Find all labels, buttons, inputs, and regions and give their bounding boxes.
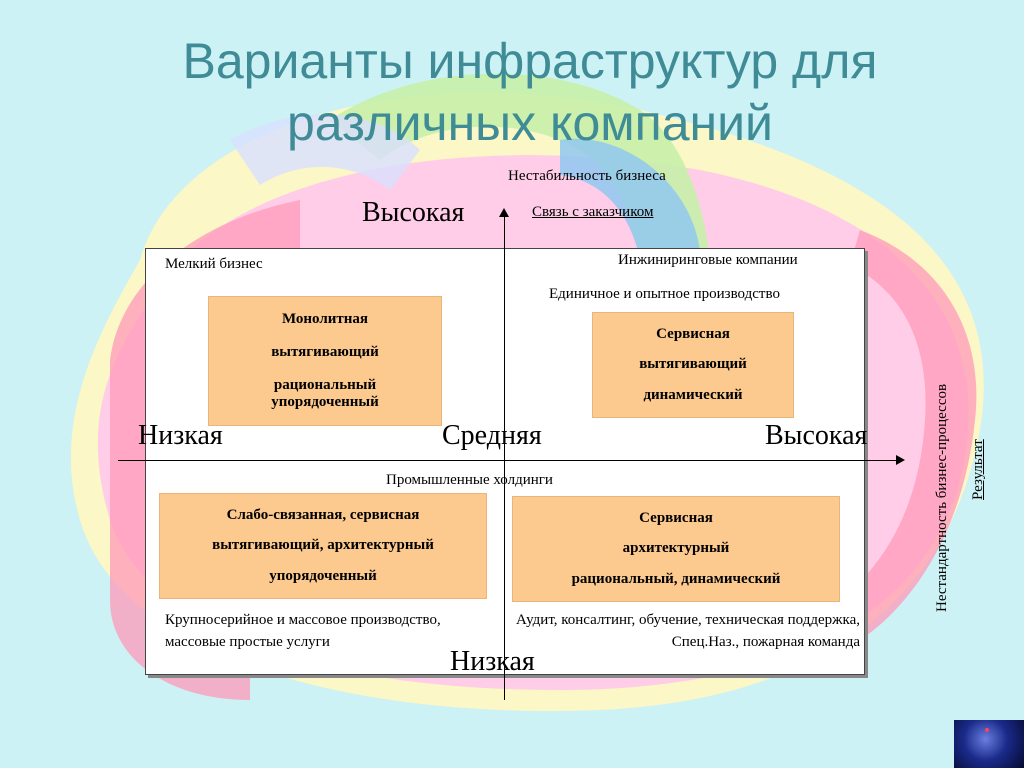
x-axis-subtitle: Результат (970, 439, 986, 500)
box-line: упорядоченный (269, 568, 377, 585)
box-line: рациональный, динамический (571, 571, 781, 588)
x-axis-mid-label: Средняя (442, 420, 542, 451)
y-axis-title: Нестабильность бизнеса (508, 168, 666, 184)
y-axis-subtitle: Связь с заказчиком (532, 204, 654, 220)
corner-image-highlight (985, 728, 989, 732)
engineering-companies-label: Инжиниринговые компании (618, 252, 798, 268)
mass-production-note: Крупносерийное и массовое производство, … (165, 612, 441, 650)
y-axis-high-label: Высокая (362, 197, 465, 228)
industrial-holdings-label: Промышленные холдинги (386, 472, 553, 488)
x-axis-line (118, 460, 898, 461)
service-pull-dynamic-box: Сервисная вытягивающий динамический (592, 312, 794, 418)
box-line: вытягивающий (639, 356, 747, 373)
monolithic-box: Монолитная вытягивающий рациональный упо… (208, 296, 442, 426)
y-axis-line (504, 214, 505, 700)
x-axis-high-label: Высокая (765, 420, 868, 451)
page-title: Варианты инфраструктур для различных ком… (182, 33, 878, 151)
box-line: вытягивающий, архитектурный (212, 537, 434, 554)
x-axis-title: Нестандартность бизнес-процессов (934, 383, 950, 612)
single-production-label: Единичное и опытное производство (549, 286, 780, 302)
box-line: Монолитная (281, 311, 369, 327)
y-axis-low-label: Низкая (450, 646, 535, 677)
box-line: Сервисная (656, 325, 730, 342)
box-line: динамический (643, 387, 743, 404)
box-line: архитектурный (622, 540, 730, 557)
y-axis-arrow (499, 208, 509, 217)
service-architectural-box: Сервисная архитектурный рациональный, ди… (512, 496, 840, 602)
small-business-label: Мелкий бизнес (165, 256, 263, 272)
loosely-coupled-box: Слабо-связанная, сервисная вытягивающий,… (159, 493, 487, 599)
x-axis-arrow (896, 455, 905, 465)
box-line: вытягивающий (271, 344, 379, 360)
x-axis-low-label: Низкая (138, 420, 223, 451)
audit-consulting-note: Аудит, консалтинг, обучение, техническая… (516, 612, 860, 650)
box-line: рациональный упорядоченный (271, 377, 379, 410)
corner-image (954, 720, 1024, 768)
box-line: Слабо-связанная, сервисная (226, 506, 420, 523)
box-line: Сервисная (639, 509, 713, 526)
